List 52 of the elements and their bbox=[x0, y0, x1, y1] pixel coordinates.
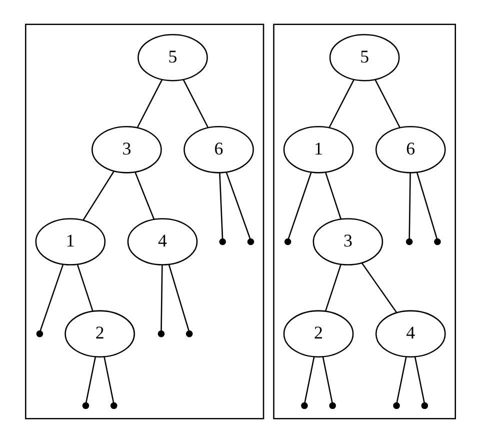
connector bbox=[134, 171, 154, 220]
connector bbox=[39, 264, 64, 330]
cluster bbox=[272, 23, 456, 419]
connector bbox=[414, 356, 424, 402]
connector bbox=[324, 264, 341, 311]
node-dot bbox=[434, 238, 440, 245]
connector bbox=[160, 264, 162, 330]
connector bbox=[287, 172, 312, 238]
connector bbox=[324, 172, 341, 219]
node-dot bbox=[284, 238, 291, 245]
node-dot bbox=[157, 330, 164, 337]
node-ellipse: 5 bbox=[137, 33, 208, 81]
connector bbox=[168, 264, 189, 330]
node-dot bbox=[110, 402, 117, 409]
node-ellipse: 3 bbox=[91, 126, 162, 173]
connector bbox=[82, 170, 114, 220]
node-dot bbox=[218, 238, 226, 245]
node-ellipse: 4 bbox=[374, 310, 446, 357]
connector bbox=[76, 264, 93, 311]
node-ellipse: 6 bbox=[374, 126, 446, 173]
connector bbox=[360, 262, 397, 313]
connector bbox=[182, 78, 208, 128]
node-ellipse: 4 bbox=[126, 218, 198, 265]
node-dot bbox=[420, 402, 428, 409]
connector bbox=[408, 172, 410, 238]
node-ellipse: 1 bbox=[34, 218, 106, 265]
node-ellipse: 5 bbox=[328, 33, 400, 81]
node-ellipse: 6 bbox=[183, 126, 254, 173]
connector bbox=[84, 356, 96, 402]
connector bbox=[416, 172, 438, 238]
connector bbox=[218, 172, 223, 238]
node-dot bbox=[82, 402, 89, 409]
connector bbox=[322, 356, 332, 402]
node-dot bbox=[328, 402, 336, 409]
cluster bbox=[24, 23, 264, 419]
connector bbox=[225, 171, 250, 238]
node-ellipse: 3 bbox=[312, 218, 383, 265]
connector bbox=[304, 356, 314, 402]
node-ellipse: 2 bbox=[282, 310, 354, 357]
connector bbox=[374, 78, 400, 128]
node-dot bbox=[246, 238, 254, 245]
node-ellipse: 1 bbox=[282, 126, 354, 173]
node-dot bbox=[185, 330, 192, 337]
node-dot bbox=[405, 238, 412, 245]
connector bbox=[396, 356, 406, 402]
node-dot bbox=[300, 402, 308, 409]
connector bbox=[136, 78, 162, 128]
connector bbox=[328, 78, 354, 128]
node-dot bbox=[392, 402, 400, 409]
node-dot bbox=[36, 330, 43, 337]
connector bbox=[103, 356, 114, 402]
node-ellipse: 2 bbox=[64, 310, 134, 357]
